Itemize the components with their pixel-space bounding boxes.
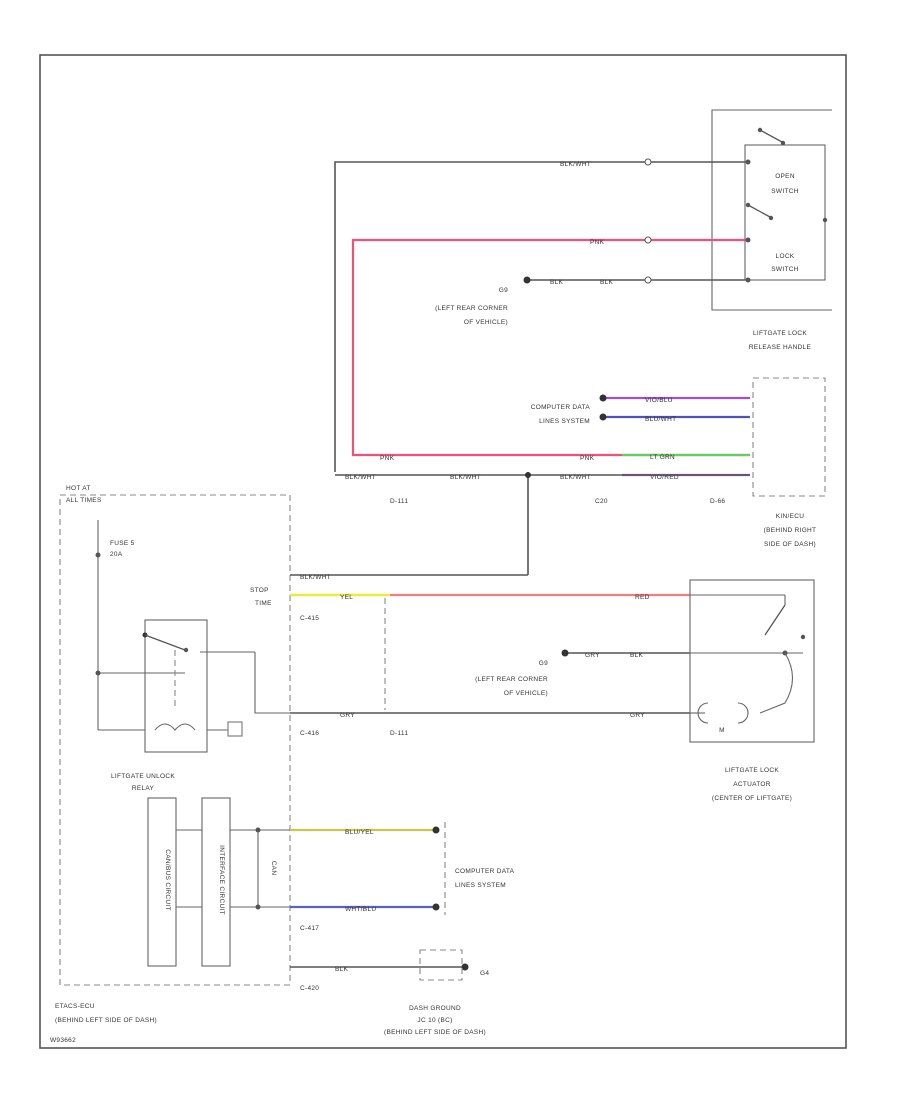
svg-text:GRY: GRY	[585, 652, 600, 659]
svg-text:GRY: GRY	[340, 712, 355, 719]
liftgate-unlock-relay	[144, 619, 208, 753]
etacs-ecu	[59, 494, 291, 986]
wire-label-pnk: PNK	[590, 239, 605, 246]
svg-text:LT GRN: LT GRN	[650, 454, 675, 461]
release-handle	[711, 109, 832, 311]
svg-text:D-111: D-111	[390, 498, 408, 505]
svg-text:VIO/BLU: VIO/BLU	[645, 397, 673, 404]
wire-label-blk-wht-top: BLK/WHT	[560, 161, 591, 168]
svg-text:D-111: D-111	[390, 730, 408, 737]
footer-code: W93662	[50, 1037, 76, 1044]
svg-text:BLK/WHT: BLK/WHT	[345, 474, 376, 481]
svg-text:M: M	[719, 727, 725, 734]
svg-text:D-66: D-66	[710, 498, 725, 505]
svg-text:VIO/RED: VIO/RED	[650, 474, 679, 481]
svg-text:BLK/WHT: BLK/WHT	[450, 474, 481, 481]
svg-text:BLU/WHT: BLU/WHT	[645, 416, 676, 423]
svg-text:PNK: PNK	[380, 455, 395, 462]
ground-point-g9-top	[523, 276, 531, 284]
wire-pnk-top	[351, 238, 750, 457]
kin-ecu	[752, 377, 826, 497]
svg-text:BLK/WHT: BLK/WHT	[560, 474, 591, 481]
svg-text:CAN: CAN	[270, 861, 277, 876]
svg-text:G4: G4	[480, 970, 489, 977]
svg-text:C-416: C-416	[300, 730, 319, 737]
svg-text:INTERFACE CIRCUIT: INTERFACE CIRCUIT	[218, 845, 225, 915]
svg-text:C-417: C-417	[300, 925, 319, 932]
svg-text:C-415: C-415	[300, 615, 319, 622]
svg-text:C20: C20	[595, 498, 608, 505]
can-bus-circuit	[147, 797, 177, 967]
interface-circuit	[201, 797, 231, 967]
svg-text:C-420: C-420	[300, 985, 319, 992]
svg-text:YEL: YEL	[340, 594, 353, 601]
svg-text:BLK/WHT: BLK/WHT	[300, 574, 331, 581]
liftgate-lock-actuator	[689, 579, 815, 743]
diagram-frame	[39, 54, 847, 1049]
svg-text:BLU/YEL: BLU/YEL	[345, 829, 374, 836]
svg-text:GRY: GRY	[630, 712, 645, 719]
svg-text:CAN/BUS CIRCUIT: CAN/BUS CIRCUIT	[164, 849, 171, 911]
svg-text:BLK: BLK	[335, 966, 349, 973]
svg-text:PNK: PNK	[580, 455, 595, 462]
svg-text:RED: RED	[635, 594, 650, 601]
svg-text:BLK: BLK	[600, 279, 614, 286]
etacs-ecu-label: ETACS-ECU(BEHIND LEFT SIDE OF DASH)	[55, 1003, 157, 1024]
wire-blk-wht-top	[334, 161, 745, 472]
svg-text:WHT/BLU: WHT/BLU	[345, 906, 376, 913]
svg-text:BLK: BLK	[630, 652, 644, 659]
wire-label-blk: BLK	[550, 279, 564, 286]
